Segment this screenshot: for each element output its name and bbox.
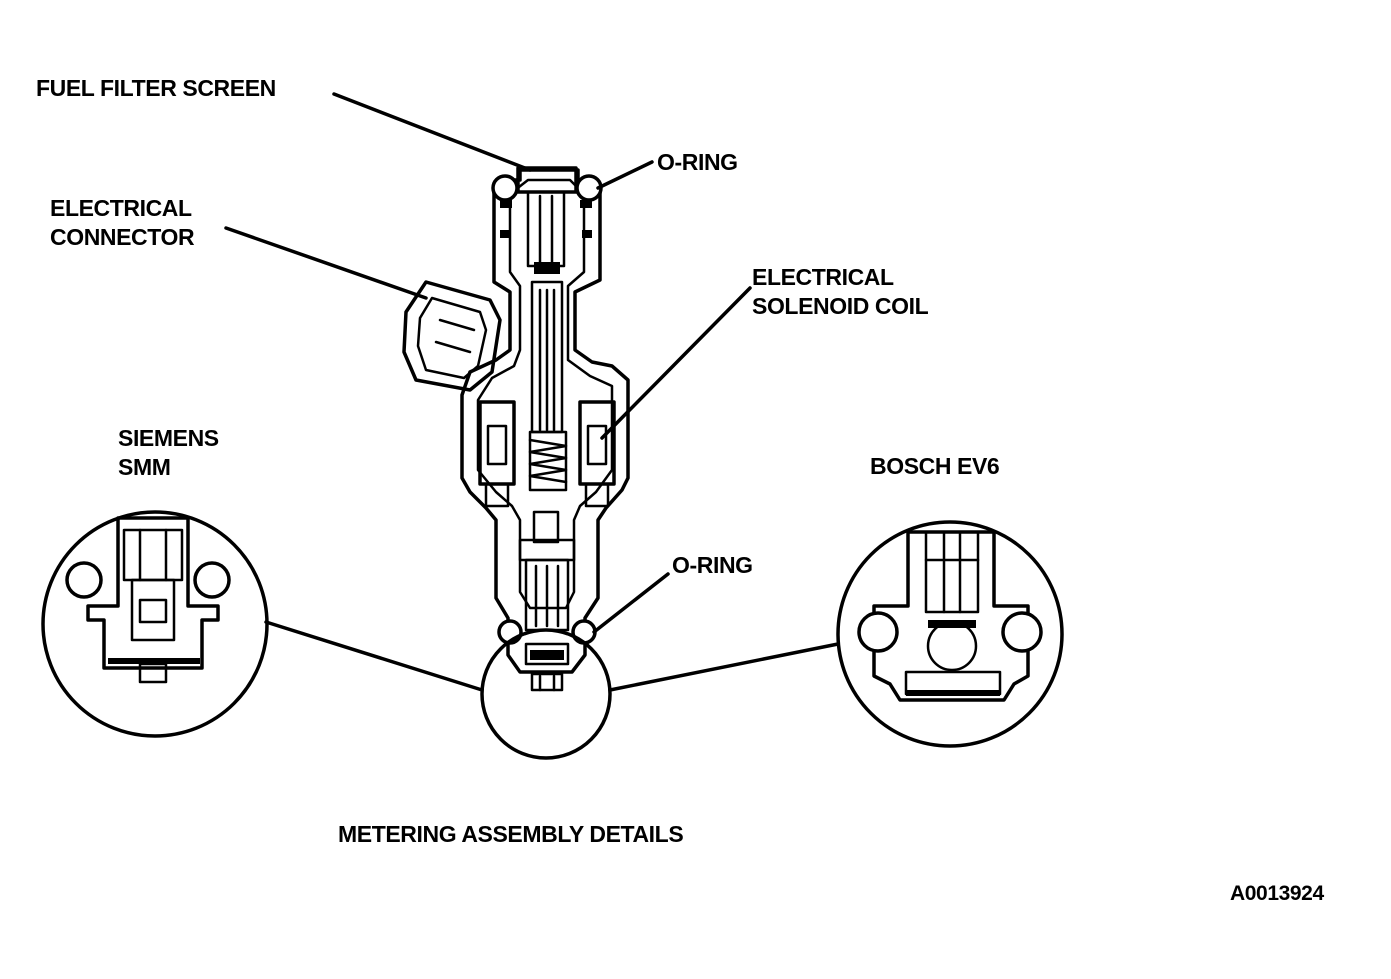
detail-magnifier-circle: [480, 628, 612, 760]
label-electrical-connector-line2: CONNECTOR: [50, 224, 195, 250]
leader-solenoid-coil: [600, 286, 752, 440]
figure-id: A0013924: [1230, 882, 1324, 905]
label-siemens-line2: SMM: [118, 454, 171, 480]
leader-fuel-filter-screen: [332, 92, 532, 172]
label-solenoid-coil-line2: SOLENOID COIL: [752, 293, 929, 319]
electrical-connector: [402, 280, 502, 392]
label-metering-assembly-details: METERING ASSEMBLY DETAILS: [338, 821, 684, 847]
label-o-ring-bottom: O-RING: [672, 552, 753, 578]
bosch-detail: [836, 520, 1064, 748]
label-electrical-solenoid-coil: ELECTRICAL SOLENOID COIL: [752, 263, 929, 321]
label-electrical-connector-line1: ELECTRICAL: [50, 195, 192, 221]
injector-body: [460, 166, 630, 692]
leader-o-ring-top: [596, 160, 654, 190]
leader-electrical-connector: [224, 226, 428, 300]
label-fuel-filter-screen: FUEL FILTER SCREEN: [36, 75, 276, 101]
leader-o-ring-bottom: [592, 572, 670, 634]
leader-siemens: [264, 620, 484, 692]
label-bosch: BOSCH EV6: [870, 453, 1000, 479]
label-solenoid-coil-line1: ELECTRICAL: [752, 264, 894, 290]
label-o-ring-top: O-RING: [657, 149, 738, 175]
leader-bosch: [608, 642, 840, 692]
label-siemens-line1: SIEMENS: [118, 425, 219, 451]
label-siemens: SIEMENS SMM: [118, 424, 219, 482]
label-electrical-connector: ELECTRICAL CONNECTOR: [50, 194, 195, 252]
siemens-detail: [41, 510, 269, 738]
